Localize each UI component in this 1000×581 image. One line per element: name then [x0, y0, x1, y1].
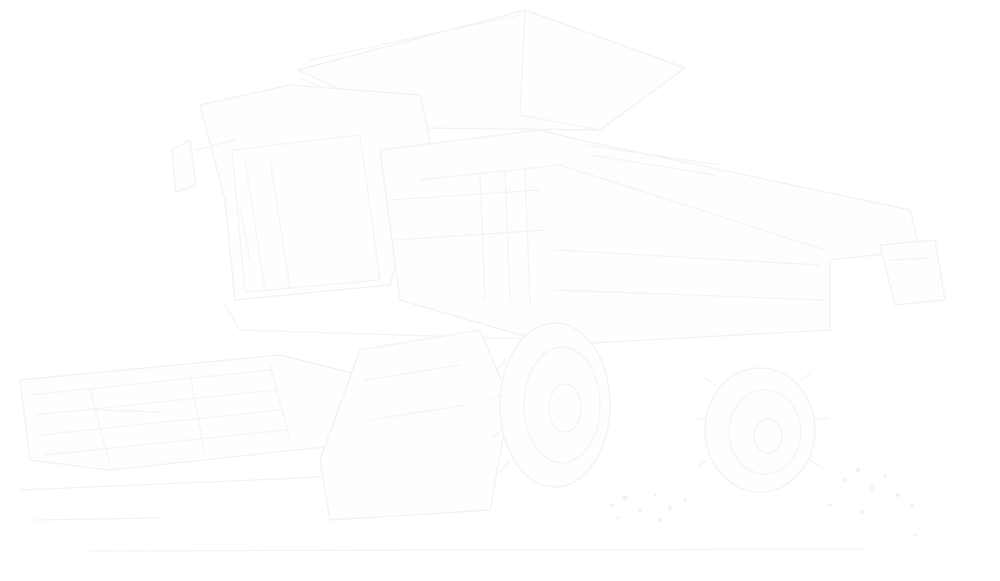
feeder-house [319, 329, 511, 521]
rear-wheel [694, 367, 829, 493]
mirror [171, 139, 197, 193]
unloading-auger [879, 239, 946, 306]
ground-line [89, 548, 866, 552]
front-wheel [489, 322, 611, 488]
cab [171, 84, 431, 301]
ground-debris [610, 467, 917, 537]
